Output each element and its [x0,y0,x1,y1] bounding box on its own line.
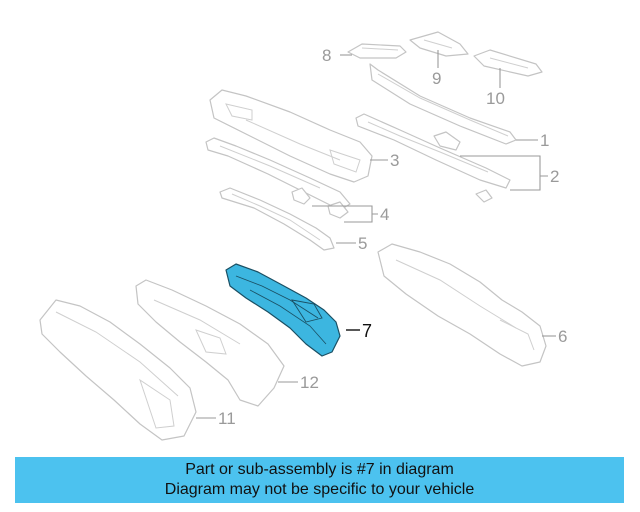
leader-lines [196,50,556,419]
info-banner: Part or sub-assembly is #7 in diagram Di… [15,457,624,503]
callout-5: 5 [358,234,367,253]
parts-diagram: 1 2 3 4 5 6 7 8 9 10 11 12 [39,31,567,441]
callout-7: 7 [362,321,372,341]
callout-1: 1 [540,131,549,150]
callout-10: 10 [486,89,505,108]
banner-line-disclaimer: Diagram may not be specific to your vehi… [164,481,475,498]
part-3-upper-cowl [209,89,373,183]
callout-12: 12 [300,373,319,392]
part-2-cowl-side [355,113,511,203]
part-6-dash-panel [377,243,547,367]
banner-line-part: Part or sub-assembly is #7 in diagram [185,461,454,478]
part-11-dash-lower [39,299,197,441]
callout-2: 2 [550,167,559,186]
callout-6: 6 [558,327,567,346]
part-8-bracket [347,43,407,59]
part-cowl-strip [205,137,351,211]
callout-11: 11 [218,409,236,428]
callout-4: 4 [380,205,389,224]
part-7-highlighted [225,263,341,357]
callout-8: 8 [322,46,331,65]
part-12-dash-insulator [135,279,285,407]
callout-3: 3 [390,151,399,170]
callout-9: 9 [432,69,441,88]
part-10-bracket [473,49,543,77]
part-5-rail [219,187,335,251]
part-9-bracket [409,31,469,57]
